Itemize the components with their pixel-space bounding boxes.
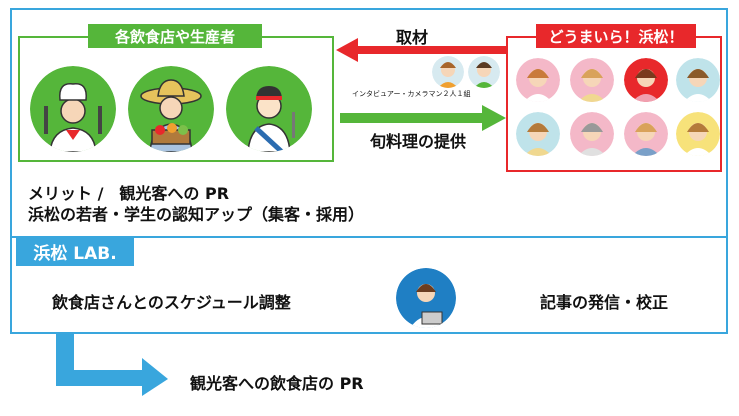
schedule-text: 飲食店さんとのスケジュール調整 <box>52 293 291 312</box>
provide-label: 旬料理の提供 <box>370 132 467 151</box>
interview-arrow <box>336 38 506 62</box>
group-label: どうまいら！浜松！ <box>536 24 696 48</box>
lab-label: 浜松 LAB. <box>16 236 134 266</box>
lab-frame <box>10 8 728 334</box>
merit-line-1: メリット / 観光客への PR <box>28 184 230 203</box>
interview-label: 取材 <box>396 28 429 47</box>
member-avatar <box>624 58 668 102</box>
member-avatar <box>676 112 720 156</box>
publish-text: 記事の発信・校正 <box>540 293 669 312</box>
flow-arrows <box>336 38 506 131</box>
lab-divider <box>10 236 728 238</box>
pair-label: インタビュアー・カメラマン２人１組 <box>352 90 471 98</box>
provide-arrow <box>340 105 506 131</box>
outcome-arrow <box>56 334 168 396</box>
cameraman-icon <box>468 56 500 88</box>
member-avatar <box>516 58 560 102</box>
fishmonger-icon <box>226 66 312 152</box>
member-avatar <box>516 112 560 156</box>
editor-icon <box>396 268 456 328</box>
member-avatar <box>570 58 614 102</box>
member-avatar <box>676 58 720 102</box>
chef-icon <box>30 66 116 152</box>
producers-label: 各飲食店や生産者 <box>88 24 262 48</box>
farmer-icon <box>128 66 214 152</box>
member-avatar <box>570 112 614 156</box>
outcome-label: 観光客への飲食店の PR <box>190 374 364 393</box>
merit-line-2: 浜松の若者・学生の認知アップ（集客・採用） <box>28 205 365 224</box>
member-avatar <box>624 112 668 156</box>
interviewer-icon <box>432 56 464 88</box>
